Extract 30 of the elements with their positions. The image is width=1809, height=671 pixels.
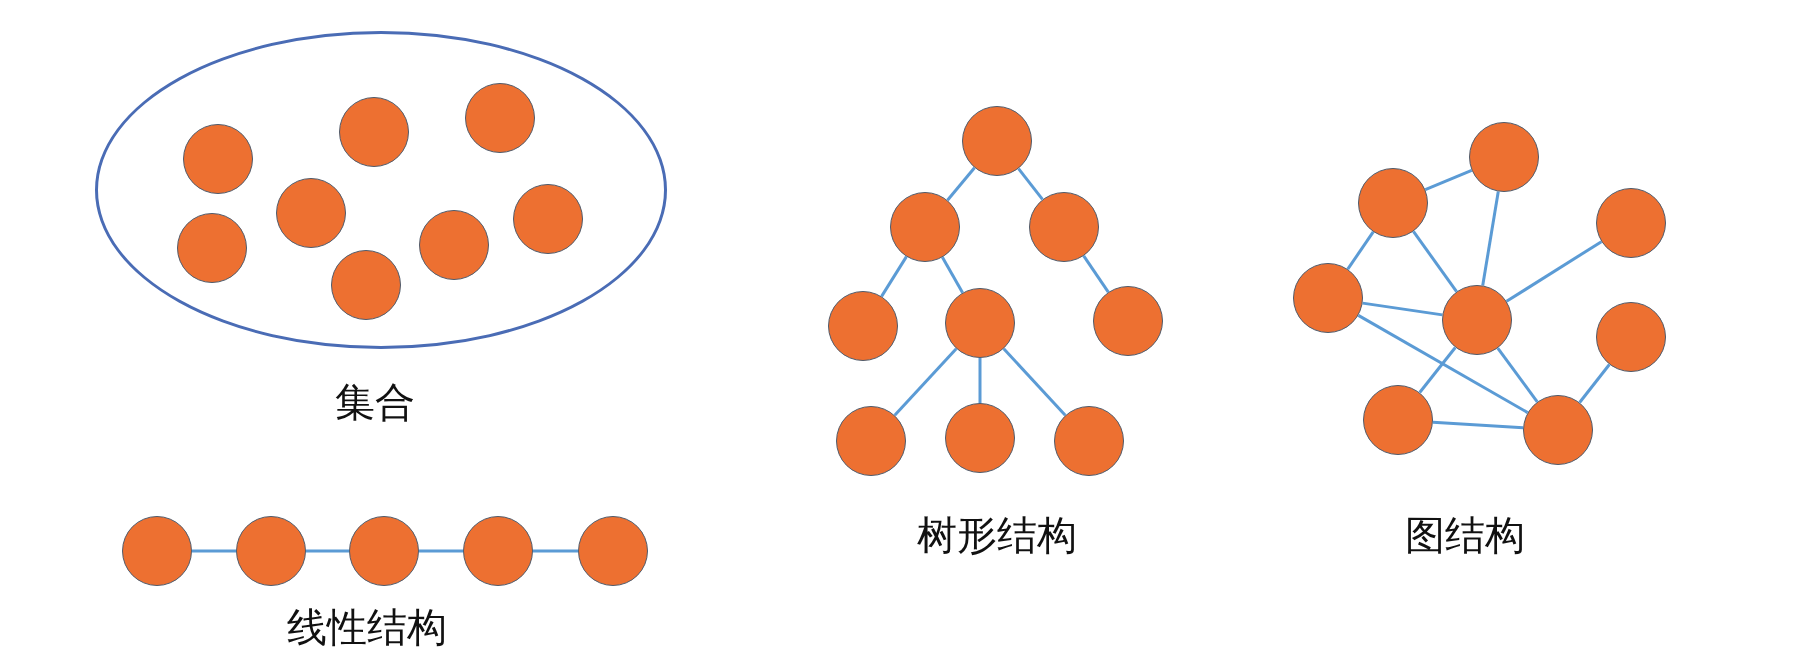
connector-line xyxy=(1357,314,1529,414)
circle-node xyxy=(1442,285,1512,355)
connector-line xyxy=(880,255,908,298)
connector-line xyxy=(192,549,236,553)
connector-line xyxy=(419,549,463,553)
connector-line xyxy=(1481,191,1500,286)
connector-line xyxy=(1346,231,1375,270)
connector-line xyxy=(893,347,958,417)
connector-line xyxy=(1017,167,1044,201)
structure-caption: 图结构 xyxy=(1405,511,1525,560)
structure-caption: 线性结构 xyxy=(287,603,447,652)
connector-line xyxy=(941,256,964,294)
connector-line xyxy=(978,358,982,403)
connector-line xyxy=(1578,363,1611,404)
connector-line xyxy=(1002,347,1067,417)
connector-line xyxy=(1496,347,1539,403)
connector-line xyxy=(1418,346,1457,394)
circle-node xyxy=(945,288,1015,358)
connector-line xyxy=(946,166,976,202)
connector-line xyxy=(1082,255,1110,293)
structure-caption: 树形结构 xyxy=(917,511,1077,560)
connector-line xyxy=(1432,420,1524,430)
connector-line xyxy=(1412,230,1458,293)
connector-line xyxy=(1362,301,1443,317)
connector-line xyxy=(1505,240,1603,303)
connector-line xyxy=(533,549,578,553)
connector-line xyxy=(1424,169,1473,191)
connector-line xyxy=(306,549,349,553)
structure-caption: 集合 xyxy=(335,378,415,427)
set-ellipse xyxy=(95,31,667,349)
